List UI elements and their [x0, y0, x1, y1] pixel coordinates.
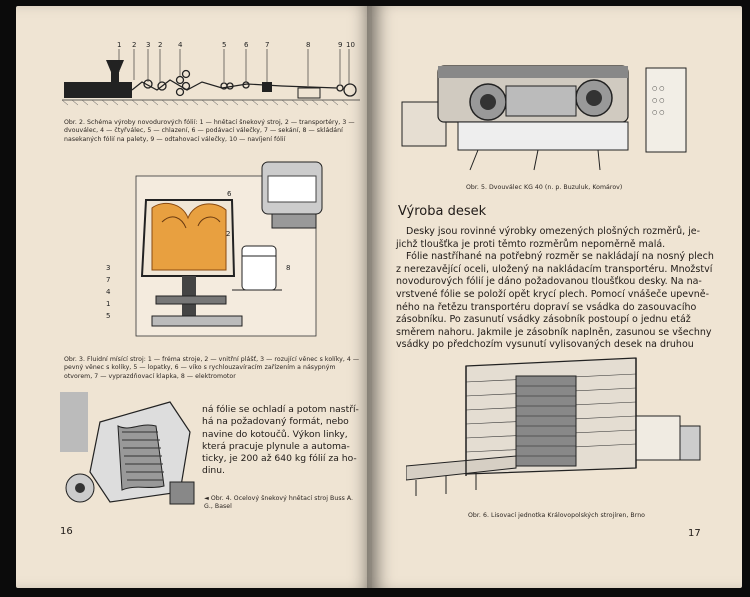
left-page-number: 16: [60, 526, 73, 537]
fig2-label-5: 5: [222, 41, 226, 49]
right-body-text: Desky jsou rovinné výrobky omezených plo…: [396, 226, 726, 352]
right-body-line-4: z nerezavějící oceli, uložený na nakláda…: [396, 263, 713, 275]
right-body-line-6: vrstvené fólie se položí opět krycí plec…: [396, 288, 710, 300]
right-body-line-7: ného na řetězu transportéru dopraví se v…: [396, 301, 697, 313]
left-body-line-1: ná fólie se ochladí a potom nastří-: [202, 404, 359, 415]
section-heading: Výroba desek: [398, 204, 487, 219]
left-body-line-6: dinu.: [202, 465, 225, 477]
svg-text:○ ○: ○ ○: [652, 97, 664, 104]
fig3-caption: Obr. 3. Fluidní mísící stroj: 1 — fréma …: [64, 356, 360, 380]
fig3-label-7: 7: [106, 276, 110, 284]
right-page-number: 17: [688, 528, 701, 539]
fig2-label-9: 9: [338, 41, 342, 49]
right-body-line-2: jichž tloušťka je proti těmto rozměrům n…: [396, 238, 666, 250]
left-body-line-5: ticky, je 200 až 640 kg fólií za ho-: [202, 453, 357, 465]
svg-text:○ ○: ○ ○: [652, 109, 664, 116]
fig4-caption: ◄ Obr. 4. Ocelový šnekový hnětací stroj …: [204, 495, 354, 511]
left-body-line-2: há na požadovaný formát, nebo: [202, 416, 349, 428]
fig2-label-1: 1: [117, 41, 121, 49]
fig3-label-2: 2: [226, 230, 230, 238]
fig3-label-8: 8: [286, 264, 290, 272]
right-body-line-9: směrem nahoru. Jakmile je zásobník napln…: [396, 326, 712, 338]
fig2-schematic: 1 2 3 2 4 5 6 7 8 9 10: [62, 38, 360, 110]
fig6-press-drawing: [406, 356, 716, 504]
right-body-line-8: zásobníku. Po zasunutí vsádky zásobník p…: [396, 314, 691, 326]
left-body-line-3: navine do kotoučů. Výkon linky,: [202, 428, 348, 440]
left-page: 1 2 3 2 4 5 6 7 8 9 10: [16, 6, 372, 588]
left-body-text: ná fólie se ochladí a potom nastří- há n…: [202, 404, 366, 478]
right-body-line-10: vsádky po předchozím vysunutí vylisovaný…: [396, 339, 694, 351]
fig5-calender-drawing: ○ ○ ○ ○ ○ ○: [398, 46, 698, 176]
fig2-caption: Obr. 2. Schéma výroby novodurových fólií…: [64, 119, 355, 143]
fig3-label-1: 1: [106, 300, 110, 308]
fig3-label-6: 6: [227, 190, 232, 198]
fig5-caption: Obr. 5. Dvouválec KG 40 (n. p. Buzuluk, …: [466, 184, 623, 191]
fig6-caption: Obr. 6. Lisovací jednotka Královopolskýc…: [468, 512, 646, 519]
fig3-label-5: 5: [106, 312, 110, 320]
fig3-mixer-drawing: 6 2 8 3 7 4 1 5: [102, 156, 360, 346]
fig2-label-6: 6: [244, 41, 249, 49]
fig2-label-8: 8: [306, 41, 310, 49]
right-body-line-5: novodurových fólií je dáno požadovanou t…: [396, 276, 702, 288]
fig2-label-10: 10: [346, 41, 355, 49]
book-spread: 1 2 3 2 4 5 6 7 8 9 10: [16, 6, 742, 588]
svg-text:○ ○: ○ ○: [652, 85, 664, 92]
right-body-line-3: Fólie nastříhané na potřebný rozměr se n…: [406, 251, 714, 263]
fig2-label-2b: 2: [158, 41, 162, 49]
fig2-label-4: 4: [178, 41, 183, 49]
fig2-label-2: 2: [132, 41, 136, 49]
right-body-line-1: Desky jsou rovinné výrobky omezených plo…: [406, 226, 701, 237]
fig3-label-4: 4: [106, 288, 111, 296]
right-page: ○ ○ ○ ○ ○ ○ Obr. 5. Dvouválec KG 40 (n. …: [372, 6, 742, 588]
fig2-label-3: 3: [146, 41, 150, 49]
fig4-kneader-drawing: [60, 392, 200, 514]
fig2-label-7: 7: [265, 41, 269, 49]
left-body-line-4: která pracuje plynule a automa-: [202, 440, 350, 452]
fig3-label-3: 3: [106, 264, 110, 272]
